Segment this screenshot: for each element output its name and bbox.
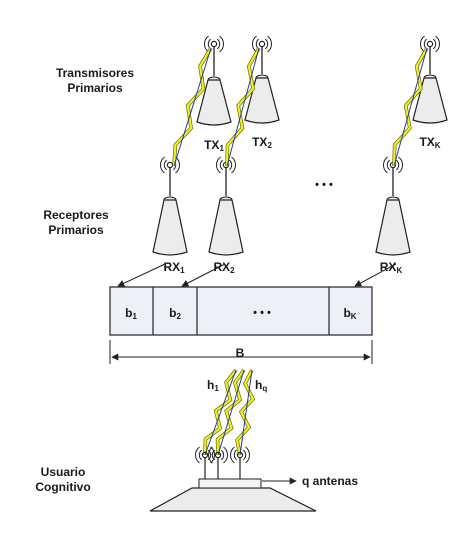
tower-icon	[244, 77, 280, 124]
antenna-wave-left-0	[219, 159, 224, 171]
link-cu-1	[203, 368, 238, 456]
cu-group-label-line1: Usuario	[41, 465, 86, 479]
tower-tx-2-label: TX2	[252, 135, 272, 150]
antenna-icon	[201, 451, 209, 459]
links-tx-rx	[172, 47, 429, 167]
antenna-wave-right-0	[432, 38, 437, 50]
link-line	[239, 369, 253, 456]
bandwidth-label: B	[236, 346, 245, 360]
antenna-wave-right-0	[228, 159, 233, 171]
link-line	[204, 369, 237, 456]
tower-tx-1-label: TX1	[204, 138, 224, 153]
tower-rx-2-label: RX2	[213, 260, 235, 275]
antenna-wave-right-1	[231, 156, 236, 174]
link-tx1-rx1	[172, 47, 213, 167]
cognitive-cap	[198, 478, 262, 489]
antenna-icon	[258, 40, 266, 48]
antenna-icon	[236, 451, 244, 459]
lightning-icon	[203, 369, 237, 456]
cognitive-antenna-2	[208, 446, 228, 464]
antenna-wave-left-1	[230, 446, 235, 464]
antenna-wave-right-1	[245, 446, 250, 464]
antenna-wave-left-1	[160, 156, 165, 174]
tower-rx-2: RX2	[208, 156, 244, 275]
tower-icon	[412, 77, 448, 124]
channel-label-hq: hq	[255, 378, 267, 393]
antenna-icon	[426, 40, 434, 48]
link-line	[173, 47, 212, 167]
cognitive-antennas	[195, 446, 250, 464]
antenna-wave-right-0	[207, 449, 212, 461]
band-label-b1: b1	[125, 306, 137, 321]
antenna-wave-right-1	[267, 35, 272, 53]
antenna-icon	[166, 161, 174, 169]
antenna-wave-right-0	[216, 38, 221, 50]
tower-tx-1: TX1	[196, 35, 232, 153]
tower-tx-3-label: TXK	[419, 135, 440, 150]
antenna-wave-right-0	[395, 159, 400, 171]
antenna-wave-right-1	[398, 156, 403, 174]
antenna-wave-left-0	[211, 449, 216, 461]
cognitive-base	[149, 487, 317, 512]
tower-rx-1: RX1	[152, 156, 188, 275]
antenna-wave-right-1	[219, 35, 224, 53]
ellipsis-bands: • • •	[253, 307, 271, 319]
link-line	[217, 369, 245, 456]
tower-icon	[196, 79, 232, 126]
tower-icon	[152, 199, 188, 256]
ellipsis-towers: • • •	[315, 179, 333, 191]
band-box	[109, 286, 373, 336]
antenna-wave-right-0	[242, 449, 247, 461]
tower-icon	[375, 199, 411, 256]
channel-label-h1: h1	[207, 378, 219, 393]
link-line	[393, 47, 428, 167]
arrow-rx1-b1	[117, 263, 166, 287]
lightning-icon	[225, 47, 260, 167]
arrow-rx2-b2	[181, 263, 226, 287]
antenna-wave-left-1	[216, 156, 221, 174]
cognitive-user-device	[149, 446, 317, 512]
antenna-wave-left-0	[163, 159, 168, 171]
antenna-wave-left-0	[233, 449, 238, 461]
antenna-wave-right-1	[435, 35, 440, 53]
antenna-wave-left-1	[195, 446, 200, 464]
tx-group-label-line2: Primarios	[67, 81, 123, 95]
antenna-wave-right-1	[223, 446, 228, 464]
cognitive-antenna-q	[230, 446, 250, 464]
antenna-wave-left-1	[383, 156, 388, 174]
antenna-wave-left-0	[198, 449, 203, 461]
link-tx2-rx2	[225, 47, 261, 167]
rx-group-label-line1: Receptores	[43, 208, 109, 222]
tx-group-label-line1: Transmisores	[56, 66, 134, 80]
lightning-icon	[172, 47, 212, 167]
tower-rx-3-label: RXK	[380, 260, 403, 275]
tower-rx-3: RXK	[375, 156, 411, 275]
link-line	[226, 47, 260, 167]
lightning-icon	[392, 47, 428, 167]
antenna-wave-right-0	[264, 38, 269, 50]
arrow-rxk-bk	[354, 263, 397, 287]
lightning-icon	[235, 369, 255, 456]
tower-icon	[208, 199, 244, 256]
antenna-wave-left-1	[208, 446, 213, 464]
band-frame	[109, 286, 373, 336]
link-cu-q	[235, 369, 256, 456]
antenna-wave-left-0	[386, 159, 391, 171]
tower-rx-1-label: RX1	[163, 260, 185, 275]
rx-group-label-line2: Primarios	[48, 223, 104, 237]
band-label-bk: bK	[343, 306, 356, 321]
cu-group-label-line2: Cognitivo	[35, 480, 90, 494]
antenna-wave-right-0	[220, 449, 225, 461]
receivers: RX1 RX2 RXK	[152, 156, 411, 275]
lightning-icon	[216, 369, 245, 456]
link-cu-2	[215, 368, 246, 456]
band-label-b2: b2	[169, 306, 181, 321]
link-txk-rxk	[392, 47, 429, 167]
antennas-label: q antenas	[302, 474, 358, 488]
antenna-icon	[214, 451, 222, 459]
links-cognitive	[203, 368, 256, 456]
antenna-icon	[210, 40, 218, 48]
